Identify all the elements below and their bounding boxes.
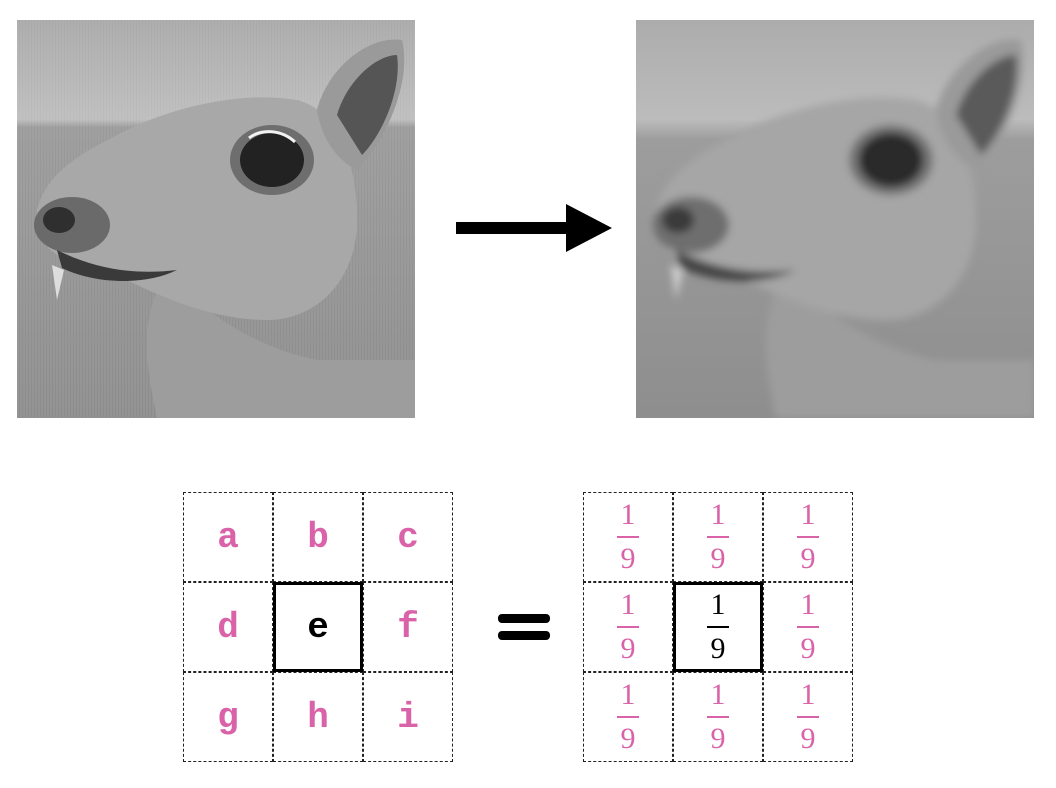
grid-cell: i — [363, 672, 453, 762]
fraction-bar — [707, 536, 729, 538]
numerator: 1 — [620, 678, 636, 711]
pixel-neighborhood-grid: a b c d e f g h i — [183, 492, 453, 762]
denominator: 9 — [710, 632, 726, 665]
numerator: 1 — [620, 588, 636, 621]
original-photo — [17, 20, 415, 418]
numerator: 1 — [800, 588, 816, 621]
fraction-bar — [797, 626, 819, 628]
cell-letter-center: e — [307, 606, 329, 648]
numerator: 1 — [800, 678, 816, 711]
grid-cell: h — [273, 672, 363, 762]
fraction-bar — [707, 716, 729, 718]
cell-letter: h — [307, 696, 329, 738]
blurred-photo-image — [636, 20, 1034, 418]
equals-icon — [498, 614, 552, 642]
numerator: 1 — [710, 588, 726, 621]
denominator: 9 — [620, 632, 636, 665]
grid-cell: d — [183, 582, 273, 672]
grid-cell: c — [363, 492, 453, 582]
denominator: 9 — [710, 722, 726, 755]
fraction-bar — [707, 626, 729, 628]
denominator: 9 — [620, 542, 636, 575]
numerator: 1 — [710, 678, 726, 711]
denominator: 9 — [800, 722, 816, 755]
right-arrow-icon — [456, 204, 612, 252]
grid-cell: b — [273, 492, 363, 582]
original-photo-image — [17, 20, 415, 418]
cell-letter: b — [307, 516, 329, 558]
blurred-photo — [636, 20, 1034, 418]
denominator: 9 — [800, 542, 816, 575]
denominator: 9 — [620, 722, 636, 755]
denominator: 9 — [710, 542, 726, 575]
grid-cell: g — [183, 672, 273, 762]
fraction-bar — [797, 716, 819, 718]
cell-letter: f — [397, 606, 419, 648]
numerator: 1 — [710, 498, 726, 531]
fraction-bar — [797, 536, 819, 538]
grid-cell-center: e — [273, 582, 363, 672]
fraction-bar — [617, 716, 639, 718]
fraction-bar — [617, 626, 639, 628]
numerator: 1 — [620, 498, 636, 531]
cell-letter: a — [217, 516, 239, 558]
grid-cell: a — [183, 492, 273, 582]
denominator: 9 — [800, 632, 816, 665]
fraction-bar — [617, 536, 639, 538]
grid-cell: f — [363, 582, 453, 672]
cell-letter: c — [397, 516, 419, 558]
numerator: 1 — [800, 498, 816, 531]
cell-letter: d — [217, 606, 239, 648]
cell-letter: i — [397, 696, 419, 738]
cell-letter: g — [217, 696, 239, 738]
